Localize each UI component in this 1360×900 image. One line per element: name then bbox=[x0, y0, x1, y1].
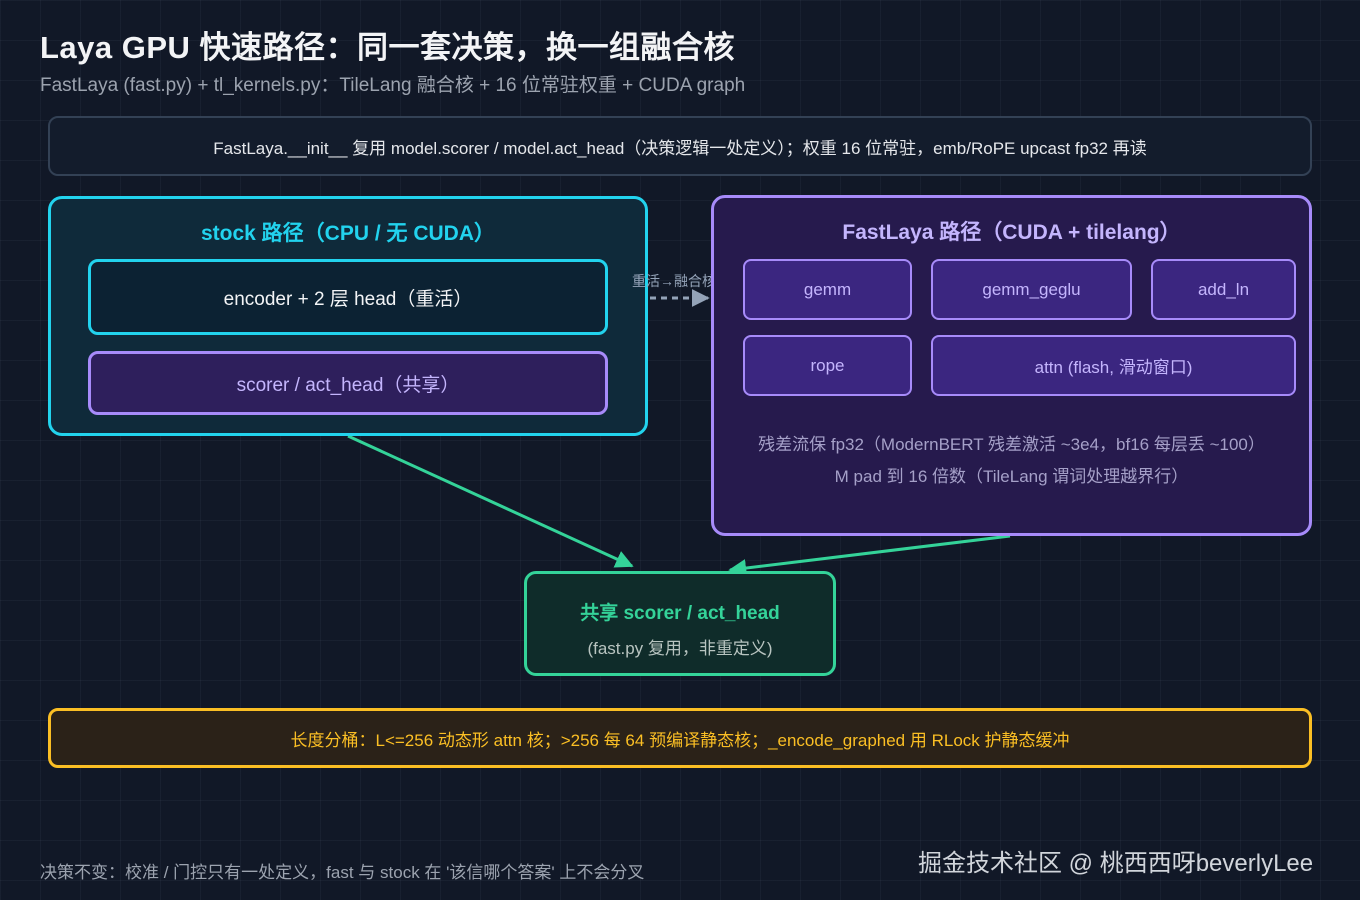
kernel-attn: attn (flash, 滑动窗口) bbox=[931, 335, 1296, 396]
kernel-gemm-geglu: gemm_geglu bbox=[931, 259, 1132, 320]
length-bucket-text: 长度分桶：L<=256 动态形 attn 核；>256 每 64 预编译静态核；… bbox=[290, 730, 1070, 750]
watermark: 掘金技术社区 @ 桃西西呀beverlyLee bbox=[918, 850, 1314, 877]
kernel-gemm-geglu-label: gemm_geglu bbox=[982, 279, 1081, 299]
kernel-gemm-label: gemm bbox=[803, 279, 852, 299]
shared-scorer-subtitle: (fast.py 复用，非重定义) bbox=[587, 639, 773, 658]
kernel-gemm: gemm bbox=[743, 259, 912, 320]
fast-to-shared-arrow bbox=[728, 534, 1011, 577]
init-note-box: FastLaya.__init__ 复用 model.scorer / mode… bbox=[48, 116, 1312, 176]
stock-scorer-label: scorer / act_head（共享） bbox=[236, 374, 460, 396]
encoder-box: encoder + 2 层 head（重活） bbox=[88, 259, 608, 335]
m-pad-note: M pad 到 16 倍数（TileLang 谓词处理越界行） bbox=[834, 467, 1189, 486]
init-note-text: FastLaya.__init__ 复用 model.scorer / mode… bbox=[213, 138, 1147, 158]
kernel-add-ln-label: add_ln bbox=[1197, 279, 1250, 299]
footer-note: 决策不变：校准 / 门控只有一处定义，fast 与 stock 在 '该信哪个答… bbox=[40, 863, 645, 882]
shared-scorer-title: 共享 scorer / act_head bbox=[580, 603, 780, 624]
stock-to-shared-arrow bbox=[347, 434, 634, 568]
kernel-attn-label: attn (flash, 滑动窗口) bbox=[1034, 358, 1193, 377]
fastlaya-path-title: FastLaya 路径（CUDA + tilelang） bbox=[842, 221, 1181, 244]
length-bucket-box: 长度分桶：L<=256 动态形 attn 核；>256 每 64 预编译静态核；… bbox=[48, 708, 1312, 768]
shared-scorer-box: 共享 scorer / act_head (fast.py 复用，非重定义) bbox=[524, 571, 836, 676]
rehot-label: 重活→融合核 bbox=[632, 273, 716, 289]
kernel-rope: rope bbox=[743, 335, 912, 396]
kernel-rope-label: rope bbox=[810, 355, 845, 375]
page-subtitle: FastLaya (fast.py) + tl_kernels.py：TileL… bbox=[40, 75, 746, 96]
encoder-label: encoder + 2 层 head（重活） bbox=[223, 288, 473, 310]
stock-path-title: stock 路径（CPU / 无 CUDA） bbox=[200, 222, 496, 245]
kernel-add-ln: add_ln bbox=[1151, 259, 1296, 320]
page-title: Laya GPU 快速路径：同一套决策，换一组融合核 bbox=[40, 30, 736, 65]
fp32-residual-note: 残差流保 fp32（ModernBERT 残差激活 ~3e4，bf16 每层丢 … bbox=[758, 435, 1265, 454]
stock-scorer-box: scorer / act_head（共享） bbox=[88, 351, 608, 415]
